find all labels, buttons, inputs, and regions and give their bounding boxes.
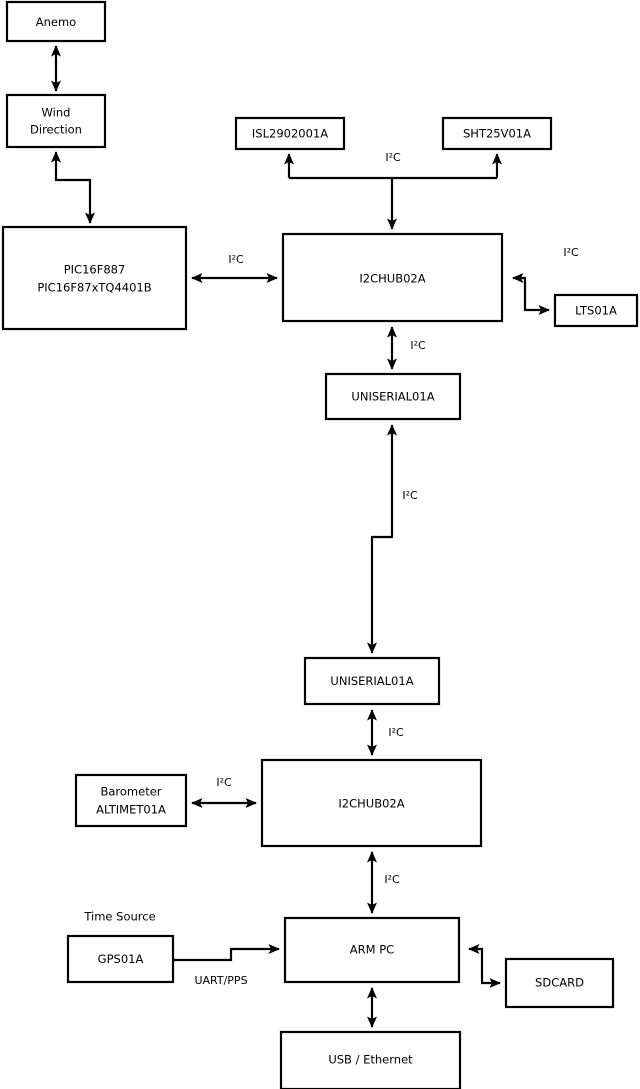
label-time-source: Time Source <box>83 910 155 924</box>
block-sdcard-label: SDCARD <box>535 976 584 990</box>
block-isl2902001a[interactable]: ISL2902001A <box>234 116 346 151</box>
block-barometer-altimet01a-rect[interactable] <box>74 773 188 828</box>
block-uniserial01a-top[interactable]: UNISERIAL01A <box>324 372 462 421</box>
block-gps01a[interactable]: GPS01A <box>66 934 175 984</box>
block-lts01a[interactable]: LTS01A <box>553 293 639 328</box>
block-i2chub02a-bottom-label: I2CHUB02A <box>338 797 404 811</box>
block-barometer-altimet01a[interactable]: Barometer ALTIMET01A <box>74 773 188 828</box>
block-wind-direction-label-line2: Direction <box>30 123 82 137</box>
connector-armpc-to-sdcard <box>468 943 501 989</box>
block-uniserial01a-bottom-label: UNISERIAL01A <box>330 674 413 688</box>
edge-label-hub-top-lts: I²C <box>563 246 579 259</box>
block-i2chub02a-bottom-rect[interactable] <box>260 758 483 848</box>
block-sht25v01a-label: SHT25V01A <box>463 127 531 141</box>
block-pic-mcu-label-line2: PIC16F87xTQ4401B <box>37 281 151 295</box>
block-anemo-rect[interactable] <box>5 0 107 43</box>
block-i2chub02a-top-label: I2CHUB02A <box>359 272 425 286</box>
connector-gps-to-armpc <box>173 943 280 962</box>
block-pic-mcu-rect[interactable] <box>1 225 188 331</box>
block-pic-mcu[interactable]: PIC16F887 PIC16F87xTQ4401B <box>1 225 188 331</box>
block-uniserial01a-bottom[interactable]: UNISERIAL01A <box>303 656 441 706</box>
edge-label-gps-armpc: UART/PPS <box>194 974 247 987</box>
block-wind-direction-rect[interactable] <box>5 93 107 149</box>
block-isl2902001a-rect[interactable] <box>234 116 346 151</box>
edge-label-uniserial-bot-hub-bot: I²C <box>388 726 404 739</box>
connections-layer <box>50 45 550 1028</box>
connector-pic-to-wind <box>50 151 96 224</box>
block-i2chub02a-bottom[interactable]: I2CHUB02A <box>260 758 483 848</box>
block-sdcard[interactable]: SDCARD <box>504 957 615 1009</box>
block-barometer-label-line1: Barometer <box>100 785 161 799</box>
block-sdcard-rect[interactable] <box>504 957 615 1009</box>
edge-labels-layer: I²C I²C I²C I²C I²C I²C I²C I²C UART/PPS <box>194 151 579 987</box>
block-lts01a-rect[interactable] <box>553 293 639 328</box>
block-pic-mcu-label-line1: PIC16F887 <box>64 263 126 277</box>
block-wind-direction-label-line1: Wind <box>42 106 71 120</box>
block-anemo[interactable]: Anemo <box>5 0 107 43</box>
block-gps01a-label: GPS01A <box>98 952 144 966</box>
connector-uniserial-link <box>366 424 398 654</box>
block-arm-pc-rect[interactable] <box>283 916 461 984</box>
block-uniserial01a-top-rect[interactable] <box>324 372 462 421</box>
edge-label-hub-bot-armpc: I²C <box>384 873 400 886</box>
edge-label-hub-top-bus: I²C <box>385 151 401 164</box>
block-gps01a-rect[interactable] <box>66 934 175 984</box>
edge-label-pic-hub-top: I²C <box>228 253 244 266</box>
block-uniserial01a-bottom-rect[interactable] <box>303 656 441 706</box>
block-arm-pc-label: ARM PC <box>350 943 394 957</box>
edge-label-barometer-hub-bot: I²C <box>216 776 232 789</box>
block-barometer-label-line2: ALTIMET01A <box>96 803 166 817</box>
block-wind-direction[interactable]: Wind Direction <box>5 93 107 149</box>
block-usb-ethernet-label: USB / Ethernet <box>328 1053 413 1067</box>
block-uniserial01a-top-label: UNISERIAL01A <box>351 390 434 404</box>
block-usb-ethernet[interactable]: USB / Ethernet <box>279 1030 462 1089</box>
free-labels-layer: Time Source <box>83 910 155 924</box>
block-anemo-label: Anemo <box>36 15 76 29</box>
block-lts01a-label: LTS01A <box>575 304 617 318</box>
block-sht25v01a[interactable]: SHT25V01A <box>441 116 553 151</box>
block-isl2902001a-label: ISL2902001A <box>252 127 328 141</box>
connector-hub-top-to-lts <box>512 272 550 316</box>
edge-label-uniserial-link: I²C <box>402 489 418 502</box>
block-sht25v01a-rect[interactable] <box>441 116 553 151</box>
block-usb-ethernet-rect[interactable] <box>279 1030 462 1089</box>
block-i2chub02a-top-rect[interactable] <box>281 232 504 323</box>
block-arm-pc[interactable]: ARM PC <box>283 916 461 984</box>
edge-label-hub-top-uniserial: I²C <box>410 339 426 352</box>
block-i2chub02a-top[interactable]: I2CHUB02A <box>281 232 504 323</box>
